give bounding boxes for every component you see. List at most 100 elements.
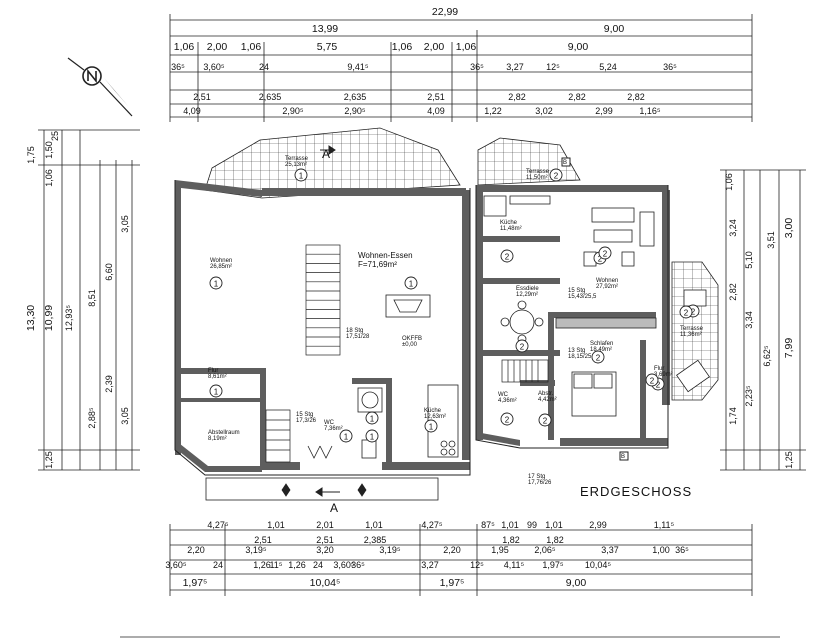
room-number: 2 (691, 308, 696, 317)
room-number: 1 (214, 388, 219, 397)
dimension-label-top: 3,02 (535, 106, 553, 116)
dimension-label-top: 9,00 (604, 23, 625, 35)
dimension-label-right: 1,06 (724, 173, 734, 191)
room-area: 11,36m² (680, 332, 702, 338)
dimension-label-top: 2,82 (508, 92, 526, 102)
section-markers (315, 145, 629, 497)
dimension-label-left: 1,06 (44, 169, 54, 187)
dimension-label-top: 1,06 (392, 41, 413, 53)
dimension-label-bottom: 4,27⁵ (421, 520, 443, 530)
stair-ratio: 15,43/25,5 (568, 294, 597, 300)
room-area: 4,36m² (498, 398, 517, 404)
room-number-circle (598, 246, 612, 260)
section-label-b-top: B (563, 160, 567, 166)
dimension-label-left: 2,88⁵ (87, 407, 97, 429)
room-name: Flur (654, 366, 664, 372)
room-name: WC (324, 420, 335, 426)
room-name: Wohnen-Essen (358, 251, 413, 260)
stair-label: 18 Stg (346, 328, 363, 334)
bathroom-fixtures (357, 387, 383, 459)
dimension-label-left: 10,99 (43, 305, 55, 331)
room-name: OKFFB (402, 336, 422, 342)
dimension-lines-bottom (120, 524, 780, 638)
room-number-circle (679, 305, 693, 319)
dimension-label-bottom: 1,11⁵ (654, 520, 675, 530)
dimension-label-bottom: 3,20 (316, 545, 334, 555)
dimension-label-left: 1,50 (44, 141, 54, 159)
bed (571, 371, 617, 417)
dimension-label-bottom: 10,04⁵ (585, 560, 612, 570)
dimension-label-bottom: 12⁵ (470, 560, 484, 570)
dimension-label-bottom: 1,97⁵ (183, 577, 208, 589)
dimension-label-bottom: 2,51 (254, 535, 272, 545)
wall-outlines (174, 180, 669, 476)
dimension-label-left: 12,93⁵ (64, 305, 74, 332)
room-number: 1 (344, 433, 349, 442)
dimension-label-bottom: 99 (527, 520, 537, 530)
room-name: Schlafen (590, 341, 613, 347)
dimension-label-right: 1,25 (784, 451, 794, 469)
stair-ratio: 18,15/25,5 (568, 354, 597, 360)
dimension-label-right: 3,00 (783, 218, 795, 239)
dimension-label-top: 4,09 (427, 106, 445, 116)
dimension-label-bottom: 1,01 (365, 520, 383, 530)
dimension-label-top: 13,99 (312, 23, 338, 35)
dimension-label-top: 5,75 (317, 41, 338, 53)
room-number: 2 (598, 255, 603, 264)
dimension-label-top: 36⁵ (171, 62, 185, 72)
dimension-label-bottom: 1,00 (652, 545, 670, 555)
section-label-a-bottom: A (330, 501, 338, 515)
room-name: Wohnen (210, 258, 232, 264)
staircase-basement (265, 409, 291, 463)
dimension-label-bottom: 3,37 (601, 545, 619, 555)
dimension-label-right: 6,62⁵ (762, 345, 772, 367)
room-area: 11,48m² (500, 226, 522, 232)
dimension-label-left: 6,60 (104, 263, 114, 281)
sofa-set (583, 207, 655, 267)
dimension-label-bottom: 9,00 (566, 577, 587, 589)
stair-label: 15 Stg (296, 412, 313, 418)
dimension-label-bottom: 3,60⁵ (333, 560, 355, 570)
room-number-circle (365, 429, 379, 443)
dimension-label-top: 1,16⁵ (639, 106, 661, 116)
dimension-label-bottom: 1,82 (502, 535, 520, 545)
dimension-label-left: 2,39 (104, 375, 114, 393)
dimension-label-right: 3,24 (728, 219, 738, 237)
dimension-label-bottom: 1,82 (546, 535, 564, 545)
room-name: WC (498, 392, 509, 398)
dimension-label-bottom: 87⁵ (481, 520, 495, 530)
room-number: 2 (656, 381, 661, 390)
dimension-label-right: 3,51 (766, 231, 776, 249)
dimension-label-bottom: 3,19⁵ (379, 545, 401, 555)
north-arrow-icon (67, 57, 133, 117)
dimension-label-bottom: 2,385 (364, 535, 387, 545)
kitchen-right-counter (483, 195, 551, 217)
dimension-label-top: 2,82 (627, 92, 645, 102)
room-number: 2 (520, 343, 525, 352)
staircase-right (501, 359, 549, 383)
entrance-steps (205, 445, 439, 501)
dimension-label-top: 36⁵ (663, 62, 677, 72)
stair-label: 13 Stg (568, 348, 585, 354)
stair-label: 15 Stg (568, 288, 585, 294)
room-number: 2 (603, 250, 608, 259)
room-area: 12,63m² (424, 414, 446, 420)
dimension-label-bottom: 1,01 (267, 520, 285, 530)
dimension-label-bottom: 2,51 (316, 535, 334, 545)
room-number: 2 (505, 416, 510, 425)
room-number: 1 (370, 433, 375, 442)
room-number-circle (209, 276, 223, 290)
dimension-label-bottom: 3,19⁵ (245, 545, 267, 555)
room-number: 2 (596, 354, 601, 363)
room-number: 2 (650, 377, 655, 386)
dimension-lines-left (38, 129, 140, 471)
room-number: 2 (543, 417, 548, 426)
dimension-label-top: 3,27 (506, 62, 524, 72)
room-area: F=71,69m² (358, 260, 397, 269)
room-number-circle (365, 411, 379, 425)
dimension-lines-top (169, 14, 753, 122)
room-number-circle (591, 350, 605, 364)
room-number-circle (549, 168, 563, 182)
